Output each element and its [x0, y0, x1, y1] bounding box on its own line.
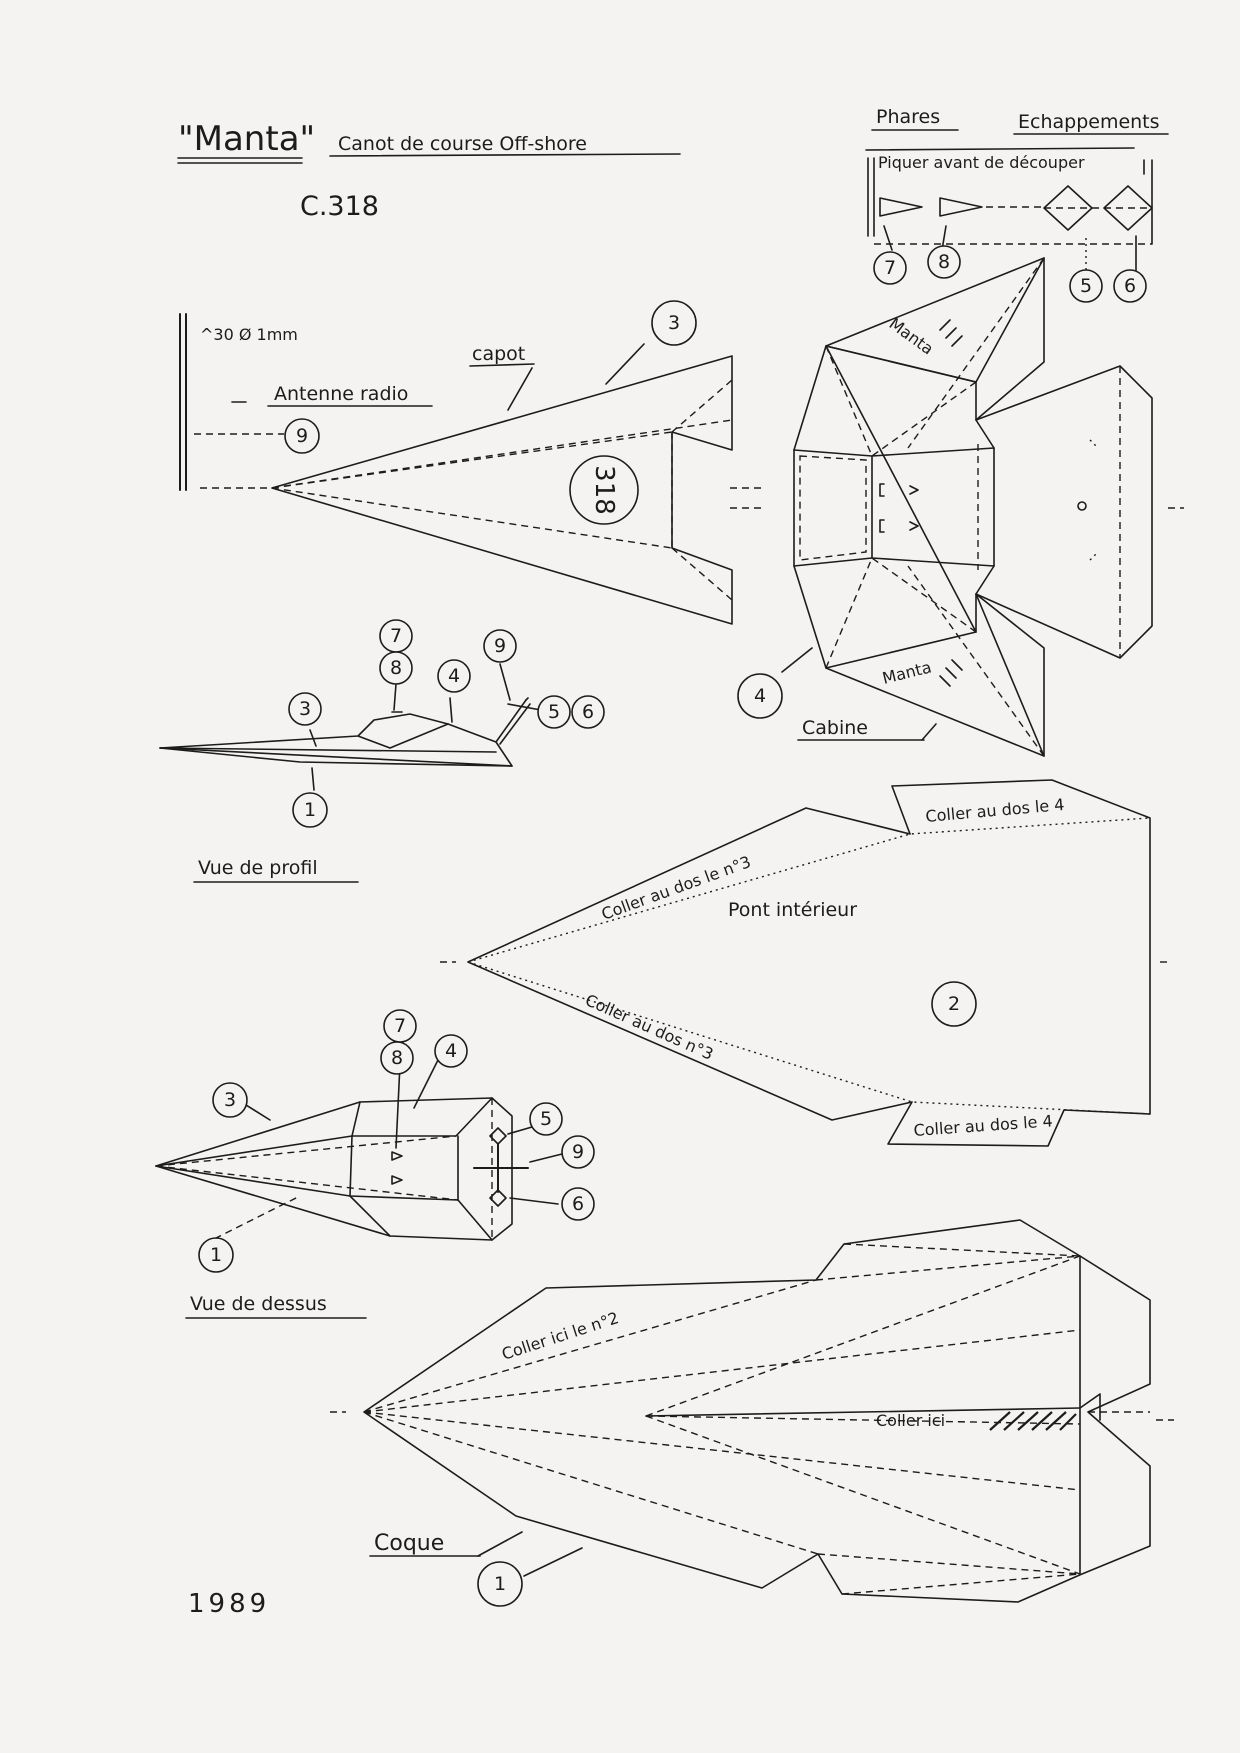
- pont-glue-back-4-top: Coller au dos le 4: [925, 795, 1065, 826]
- antenna-label: Antenne radio: [274, 383, 408, 405]
- marker-4-top: 4: [434, 1034, 468, 1068]
- coque-glue-here: Coller ici: [876, 1411, 945, 1430]
- antenna-spec: ^30 Ø 1mm: [200, 325, 298, 344]
- cabine-piece: Manta Manta Cabine: [730, 257, 1184, 757]
- svg-text:6: 6: [582, 701, 594, 723]
- marker-8-parts: 8: [927, 245, 961, 279]
- cut-note: Piquer avant de découper: [878, 153, 1085, 172]
- antenna-block: ^30 Ø 1mm Antenne radio: [179, 313, 433, 491]
- marker-5-profile: 5: [537, 695, 571, 729]
- coque-piece: Coller ici le n°2 Coller ici Coque: [330, 1219, 1174, 1603]
- svg-text:8: 8: [390, 657, 402, 679]
- svg-text:6: 6: [1124, 275, 1136, 297]
- coque-label: Coque: [374, 1531, 444, 1556]
- cabine-name-bottom: Manta: [880, 657, 933, 687]
- exhaust-piece-5: [1043, 185, 1093, 231]
- svg-text:9: 9: [494, 635, 506, 657]
- capot-label: capot: [472, 343, 525, 365]
- svg-text:9: 9: [572, 1141, 584, 1163]
- svg-text:6: 6: [572, 1193, 584, 1215]
- header: "Manta" Canot de course Off-shore C.318: [177, 119, 681, 222]
- svg-text:9: 9: [296, 425, 308, 447]
- pont-label: Pont intérieur: [728, 899, 857, 921]
- pont-glue-back-4-bottom: Coller au dos le 4: [913, 1111, 1053, 1140]
- svg-text:4: 4: [445, 1040, 457, 1062]
- profile-view-label: Vue de profil: [198, 857, 318, 879]
- marker-9-top: 9: [561, 1135, 595, 1169]
- svg-text:2: 2: [948, 993, 960, 1015]
- top-view-label: Vue de dessus: [190, 1293, 327, 1315]
- coque-glue-here-2: Coller ici le n°2: [499, 1308, 621, 1364]
- svg-text:7: 7: [884, 257, 896, 279]
- marker-1-coque: 1: [477, 1561, 523, 1607]
- phares-label: Phares: [876, 106, 940, 128]
- pont-glue-back-3-bottom: Coller au dos n°3: [582, 990, 716, 1064]
- marker-8-top: 8: [380, 1041, 414, 1075]
- marker-3-capot: 3: [651, 300, 697, 346]
- marker-6-top: 6: [561, 1187, 595, 1221]
- marker-2-pont: 2: [931, 981, 977, 1027]
- marker-4-cabine: 4: [737, 673, 783, 719]
- svg-text:5: 5: [548, 701, 560, 723]
- svg-text:8: 8: [391, 1047, 403, 1069]
- phare-piece-8: [939, 197, 983, 217]
- marker-5-parts: 5: [1069, 269, 1103, 303]
- phare-piece-7: [879, 197, 923, 217]
- svg-text:1: 1: [304, 799, 316, 821]
- marker-9-antenna: 9: [284, 418, 320, 454]
- marker-7-top: 7: [383, 1009, 417, 1043]
- model-title: "Manta": [178, 119, 315, 159]
- capot-number-badge: [569, 455, 639, 525]
- marker-6-profile: 6: [571, 695, 605, 729]
- svg-text:7: 7: [390, 625, 402, 647]
- marker-1-profile: 1: [292, 792, 328, 828]
- year-label: 1989: [188, 1589, 270, 1619]
- marker-5-top: 5: [529, 1102, 563, 1136]
- svg-text:1: 1: [494, 1573, 506, 1595]
- pont-interieur-piece: Pont intérieur Coller au dos le 4 Coller…: [440, 779, 1172, 1147]
- echappements-label: Echappements: [1018, 111, 1160, 133]
- glue-hatching: [989, 1411, 1077, 1431]
- svg-text:3: 3: [668, 312, 680, 334]
- cabine-name-top: Manta: [886, 314, 937, 359]
- capot-badge-text: 318: [589, 465, 619, 515]
- capot-piece: 318 capot: [271, 343, 764, 625]
- svg-text:1: 1: [210, 1244, 222, 1266]
- marker-3-top: 3: [212, 1082, 248, 1118]
- model-subtitle: Canot de course Off-shore: [338, 133, 587, 155]
- model-reference: C.318: [300, 191, 379, 222]
- svg-text:3: 3: [224, 1089, 236, 1111]
- svg-text:3: 3: [299, 698, 311, 720]
- phares-echappements-block: Phares Echappements Piquer avant de déco…: [865, 106, 1169, 271]
- marker-6-parts: 6: [1113, 269, 1147, 303]
- svg-text:5: 5: [1080, 275, 1092, 297]
- marker-7-parts: 7: [873, 251, 907, 285]
- marker-9-profile: 9: [483, 629, 517, 663]
- svg-text:4: 4: [448, 665, 460, 687]
- marker-4-profile: 4: [437, 659, 471, 693]
- exhaust-piece-6: [1103, 185, 1153, 231]
- marker-8-profile: 8: [379, 651, 413, 685]
- marker-7-profile: 7: [379, 619, 413, 653]
- svg-text:8: 8: [938, 251, 950, 273]
- marker-3-profile: 3: [288, 692, 322, 726]
- profile-view: Vue de profil: [159, 663, 553, 883]
- svg-text:4: 4: [754, 685, 766, 707]
- svg-text:5: 5: [540, 1108, 552, 1130]
- marker-1-top: 1: [198, 1237, 234, 1273]
- svg-text:7: 7: [394, 1015, 406, 1037]
- cabine-label: Cabine: [802, 717, 868, 739]
- top-view: Vue de dessus: [155, 1055, 571, 1319]
